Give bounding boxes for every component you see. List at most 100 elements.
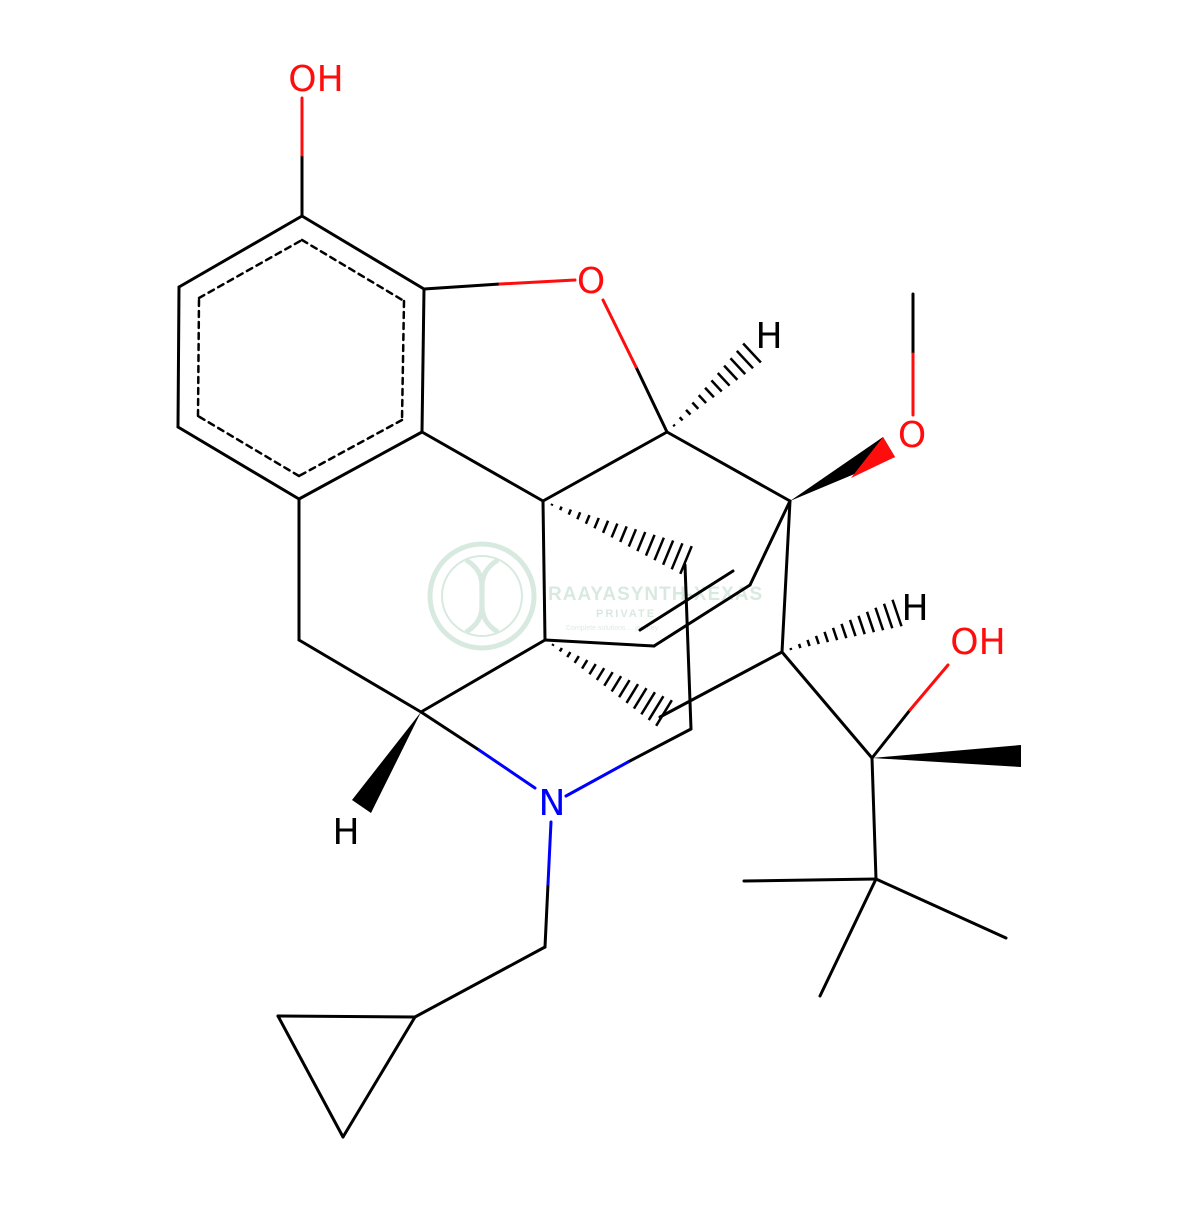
bond — [543, 882, 550, 949]
hash-stroke — [584, 514, 591, 525]
hash-stroke — [735, 350, 754, 370]
bonds — [176, 153, 1008, 1139]
atom-labels: OH O H O H OH N H — [288, 59, 1005, 853]
hash-stroke — [814, 635, 820, 645]
hash-stroke — [644, 534, 656, 557]
hash-stroke — [716, 372, 731, 387]
bond — [658, 650, 784, 719]
hash-stroke — [840, 623, 848, 639]
bond — [748, 499, 792, 587]
bond — [341, 1015, 417, 1139]
bond — [419, 638, 547, 714]
bond — [665, 430, 792, 503]
hash-stroke — [580, 659, 589, 670]
watermark-tagline: Complete solutions ... journey — [566, 625, 659, 632]
atom-o-ring: O — [577, 261, 605, 302]
bond — [870, 708, 912, 760]
hash-stroke — [550, 503, 554, 507]
bond — [297, 430, 424, 501]
bond — [780, 499, 792, 654]
hash-stroke — [691, 401, 700, 410]
bond — [420, 287, 426, 434]
hash-stroke — [647, 695, 665, 721]
bond — [300, 238, 406, 303]
hash-stroke — [573, 655, 580, 664]
hash-stroke — [679, 545, 693, 575]
hash-stroke — [723, 364, 739, 381]
hash-stroke — [670, 542, 684, 570]
hash-stroke — [610, 523, 619, 538]
watermark-name: RAAYASYNTH-XEXAS — [548, 584, 763, 605]
bond — [601, 298, 638, 369]
bond — [874, 877, 1008, 940]
bond — [626, 727, 693, 764]
hash-stroke — [603, 671, 614, 687]
hash-stroke — [655, 699, 673, 727]
hash-stroke — [618, 679, 631, 698]
bond — [634, 365, 669, 434]
bond — [652, 583, 752, 648]
hash-stroke — [729, 357, 747, 375]
hash-stroke — [874, 607, 885, 631]
bond — [870, 756, 878, 881]
hash-stroke — [576, 511, 582, 520]
bond — [197, 238, 304, 300]
hash-stroke — [566, 651, 572, 658]
hash-stroke — [848, 619, 857, 637]
bond — [541, 430, 669, 503]
bond — [422, 282, 502, 291]
hash-stroke — [593, 517, 600, 529]
bond — [541, 499, 547, 642]
atom-o-methoxy: O — [898, 415, 926, 456]
hash-stroke — [627, 528, 638, 548]
bond — [546, 820, 553, 886]
hash-stroke — [567, 508, 573, 516]
bond — [818, 877, 878, 998]
hash-stroke — [661, 540, 675, 566]
bond — [419, 710, 481, 752]
bond — [400, 299, 406, 422]
hash-stroke — [632, 687, 648, 710]
bond — [177, 214, 304, 289]
watermark-ring — [427, 541, 537, 651]
hash-stroke — [865, 611, 876, 633]
colored-bonds — [300, 96, 950, 886]
hash-stroke — [672, 423, 676, 428]
hash-stroke — [653, 537, 665, 561]
hash-stroke — [610, 675, 623, 693]
hash-stroke — [640, 691, 656, 716]
bond — [780, 650, 874, 760]
hash-stroke — [857, 615, 866, 635]
aromatic-inner — [196, 238, 406, 478]
hash-stroke — [601, 520, 610, 534]
hash-stroke — [710, 379, 723, 393]
hash-stroke — [789, 647, 793, 651]
bond — [477, 748, 537, 790]
hash-stroke — [806, 639, 811, 647]
bond — [196, 296, 201, 418]
dna-helix-icon — [464, 557, 500, 635]
hash-stroke — [882, 603, 894, 629]
hash-stroke — [595, 667, 606, 681]
hash-stroke — [823, 631, 830, 643]
bond — [196, 414, 301, 478]
bond — [498, 278, 577, 286]
bond — [276, 1014, 417, 1019]
wedge-bond-oxygen — [851, 437, 895, 478]
bond — [300, 214, 426, 291]
hash-stroke — [685, 409, 692, 416]
atom-n: N — [539, 783, 566, 824]
hash-stroke — [619, 525, 628, 543]
bond — [543, 638, 656, 648]
wedge-bonds — [352, 437, 1021, 813]
atom-h-c9: H — [332, 812, 359, 853]
hash-stroke — [551, 643, 555, 647]
wedge-bond — [872, 745, 1021, 767]
bond — [742, 877, 878, 883]
watermark: RAAYASYNTH-XEXAS PRIVATE Complete soluti… — [427, 541, 763, 651]
hash-stroke — [891, 599, 903, 627]
hash-stroke — [697, 394, 708, 404]
atom-oh-phenol: OH — [288, 59, 343, 100]
